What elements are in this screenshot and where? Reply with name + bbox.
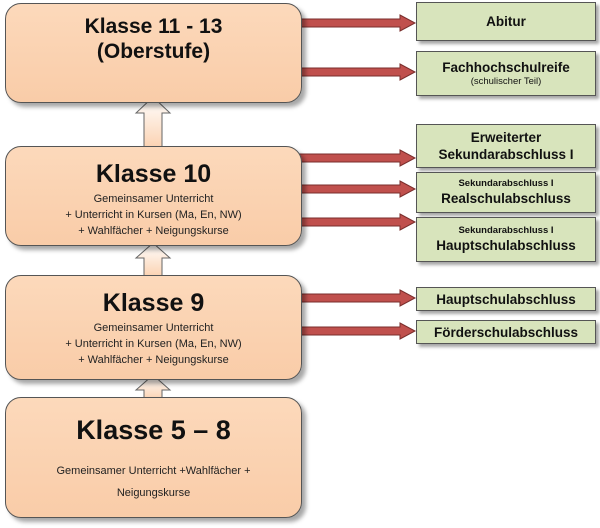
stage-desc-1: Gemeinsamer Unterricht +Wahlfächer + bbox=[56, 465, 251, 477]
outcome-label: Hauptschulabschluss bbox=[436, 238, 576, 253]
outcome-label: Abitur bbox=[486, 14, 526, 29]
outcome-abitur: Abitur bbox=[416, 2, 596, 41]
outcome-label-line1: Erweiterter bbox=[470, 130, 542, 145]
stage-subtitle: (Oberstufe) bbox=[96, 40, 211, 63]
right-arrow-icon bbox=[295, 213, 417, 231]
stage-title: Klasse 11 - 13 bbox=[84, 15, 223, 38]
right-arrow-icon bbox=[295, 180, 417, 198]
right-arrow-icon bbox=[295, 289, 417, 307]
outcome-sek-hauptschulabschluss: Sekundarabschluss I Hauptschulabschluss bbox=[416, 217, 596, 262]
stage-desc-1: Gemeinsamer Unterricht bbox=[93, 322, 214, 334]
stage-klasse-11-13: Klasse 11 - 13 (Oberstufe) bbox=[5, 3, 302, 103]
outcome-erweiterter-sekundarabschluss: Erweiterter Sekundarabschluss I bbox=[416, 124, 596, 168]
stage-desc-1: Gemeinsamer Unterricht bbox=[93, 193, 214, 205]
right-arrow-icon bbox=[295, 322, 417, 340]
stage-title: Klasse 9 bbox=[102, 289, 205, 317]
outcome-fachhochschulreife: Fachhochschulreife (schulischer Teil) bbox=[416, 51, 596, 96]
outcome-prelabel: Sekundarabschluss I bbox=[458, 178, 554, 189]
outcome-hauptschulabschluss: Hauptschulabschluss bbox=[416, 287, 596, 311]
stage-title: Klasse 5 – 8 bbox=[76, 415, 231, 445]
outcome-sublabel: (schulischer Teil) bbox=[470, 76, 542, 87]
up-arrow-icon bbox=[134, 96, 172, 148]
right-arrow-icon bbox=[295, 63, 417, 81]
stage-desc-3: + Wahlfächer + Neigungskurse bbox=[78, 354, 229, 366]
stage-desc-2: + Unterricht in Kursen (Ma, En, NW) bbox=[65, 338, 242, 350]
up-arrow-icon bbox=[134, 242, 172, 277]
outcome-foerderschulabschluss: Förderschulabschluss bbox=[416, 320, 596, 344]
outcome-label: Hauptschulabschluss bbox=[436, 291, 576, 307]
stage-klasse-5-8: Klasse 5 – 8 Gemeinsamer Unterricht +Wah… bbox=[5, 397, 302, 518]
stage-desc-2: Neigungskurse bbox=[116, 487, 191, 499]
outcome-label: Realschulabschluss bbox=[441, 191, 571, 206]
outcome-label: Fachhochschulreife bbox=[442, 60, 570, 75]
stage-klasse-10: Klasse 10 Gemeinsamer Unterricht + Unter… bbox=[5, 146, 302, 246]
outcome-label: Förderschulabschluss bbox=[433, 324, 579, 340]
outcome-realschulabschluss: Sekundarabschluss I Realschulabschluss bbox=[416, 172, 596, 213]
stage-klasse-9: Klasse 9 Gemeinsamer Unterricht + Unterr… bbox=[5, 275, 302, 380]
right-arrow-icon bbox=[295, 14, 417, 32]
right-arrow-icon bbox=[295, 149, 417, 167]
stage-desc-3: + Wahlfächer + Neigungskurse bbox=[78, 225, 229, 237]
outcome-label-line2: Sekundarabschluss I bbox=[438, 147, 574, 162]
stage-desc-2: + Unterricht in Kursen (Ma, En, NW) bbox=[65, 209, 242, 221]
outcome-prelabel: Sekundarabschluss I bbox=[458, 225, 554, 236]
stage-title: Klasse 10 bbox=[95, 160, 212, 188]
